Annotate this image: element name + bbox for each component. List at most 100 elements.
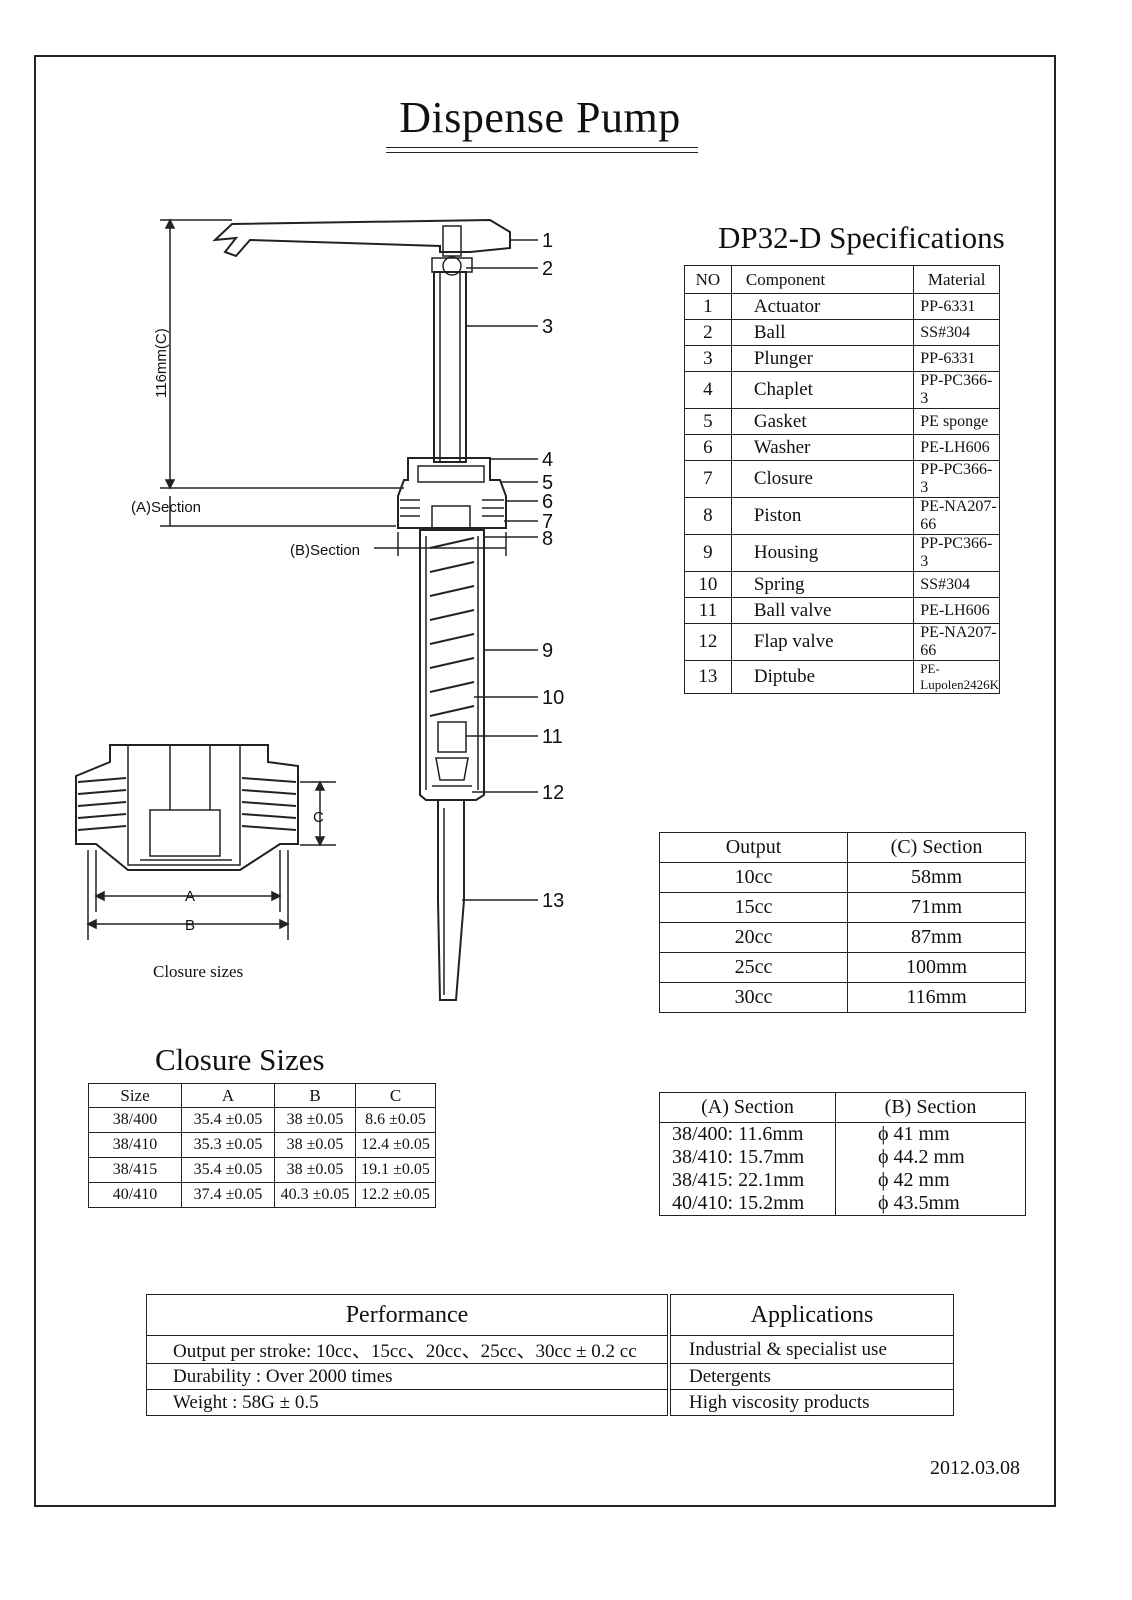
cell-component: Plunger	[730, 345, 915, 372]
page-frame	[34, 55, 1056, 1507]
callout-3: 3	[542, 316, 553, 338]
cell-no: 10	[684, 571, 732, 598]
cell-material: PP-PC366-3	[913, 460, 1000, 498]
cell-component: Chaplet	[730, 371, 915, 409]
cell-material: SS#304	[913, 319, 1000, 346]
cell-size: 40/410	[88, 1182, 182, 1208]
callout-13: 13	[542, 890, 564, 912]
cell-a-section: 38/410: 15.7mm	[659, 1146, 836, 1169]
header-c-section: (C) Section	[847, 832, 1026, 863]
callout-9: 9	[542, 640, 553, 662]
cell-performance: Durability : Over 2000 times	[146, 1363, 670, 1390]
cell-component: Spring	[730, 571, 915, 598]
cell-performance: Output per stroke: 10cc、15cc、20cc、25cc、3…	[146, 1335, 670, 1364]
cell-b: 38 ±0.05	[274, 1157, 356, 1183]
cell-c: 12.4 ±0.05	[355, 1132, 436, 1158]
header-size: Size	[88, 1083, 182, 1108]
table-header-row: Output (C) Section	[659, 832, 1026, 863]
cell-material: PE sponge	[913, 408, 1000, 435]
cell-a: 35.3 ±0.05	[181, 1132, 275, 1158]
cell-material: PP-PC366-3	[913, 371, 1000, 409]
cell-c-section: 100mm	[847, 952, 1026, 983]
cell-component: Diptube	[730, 660, 915, 694]
cell-a-section: 40/410: 15.2mm	[659, 1192, 836, 1216]
header-a-section: (A) Section	[659, 1092, 836, 1123]
table-header-row: NO Component Material	[684, 265, 1000, 294]
table-header-row: Size A B C	[88, 1083, 436, 1108]
cell-output: 10cc	[659, 862, 848, 893]
cell-no: 13	[684, 660, 732, 694]
cell-c: 19.1 ±0.05	[355, 1157, 436, 1183]
b-section-label: (B)Section	[290, 542, 360, 559]
cell-c-section: 87mm	[847, 922, 1026, 953]
callout-6: 6	[542, 491, 553, 513]
closure-dim-a: A	[185, 888, 195, 905]
cell-material: PP-PC366-3	[913, 534, 1000, 572]
callout-1: 1	[542, 230, 553, 252]
cell-no: 12	[684, 623, 732, 661]
table-row: Output per stroke: 10cc、15cc、20cc、25cc、3…	[146, 1335, 954, 1364]
title-underline-2	[386, 152, 698, 153]
cell-application: Industrial & specialist use	[667, 1335, 954, 1364]
cell-b: 40.3 ±0.05	[274, 1182, 356, 1208]
cell-a-section: 38/415: 22.1mm	[659, 1169, 836, 1192]
header-component: Component	[730, 265, 915, 294]
callout-7: 7	[542, 511, 553, 533]
cell-no: 4	[684, 371, 732, 409]
cell-a: 35.4 ±0.05	[181, 1107, 275, 1133]
closure-dim-b: B	[185, 917, 195, 934]
header-applications: Applications	[667, 1294, 954, 1336]
cell-a: 35.4 ±0.05	[181, 1157, 275, 1183]
closure-caption: Closure sizes	[153, 962, 244, 981]
callout-8: 8	[542, 528, 553, 550]
cell-component: Ball valve	[730, 597, 915, 624]
cell-application: Detergents	[667, 1363, 954, 1390]
cell-component: Washer	[730, 434, 915, 461]
cell-b-section: ϕ 42 mm	[835, 1169, 1026, 1192]
cell-b-section: ϕ 41 mm	[835, 1122, 1026, 1146]
dimension-c-label: 116mm(C)	[153, 328, 170, 398]
title-underline	[386, 147, 698, 148]
cell-performance: Weight : 58G ± 0.5	[146, 1389, 670, 1416]
closure-dim-c: C	[313, 809, 324, 826]
header-no: NO	[684, 265, 732, 294]
cell-no: 7	[684, 460, 732, 498]
cell-b-section: ϕ 44.2 mm	[835, 1146, 1026, 1169]
cell-output: 20cc	[659, 922, 848, 953]
callout-5: 5	[542, 472, 553, 494]
cell-c: 8.6 ±0.05	[355, 1107, 436, 1133]
cell-component: Closure	[730, 460, 915, 498]
cell-a-section: 38/400: 11.6mm	[659, 1122, 836, 1146]
cell-no: 1	[684, 293, 732, 320]
cell-output: 15cc	[659, 892, 848, 923]
header-b: B	[274, 1083, 356, 1108]
cell-no: 9	[684, 534, 732, 572]
callout-10: 10	[542, 687, 564, 709]
cell-b: 38 ±0.05	[274, 1132, 356, 1158]
cell-output: 25cc	[659, 952, 848, 983]
cell-size: 38/415	[88, 1157, 182, 1183]
cell-c-section: 116mm	[847, 982, 1026, 1013]
cell-output: 30cc	[659, 982, 848, 1013]
cell-component: Housing	[730, 534, 915, 572]
cell-size: 38/410	[88, 1132, 182, 1158]
